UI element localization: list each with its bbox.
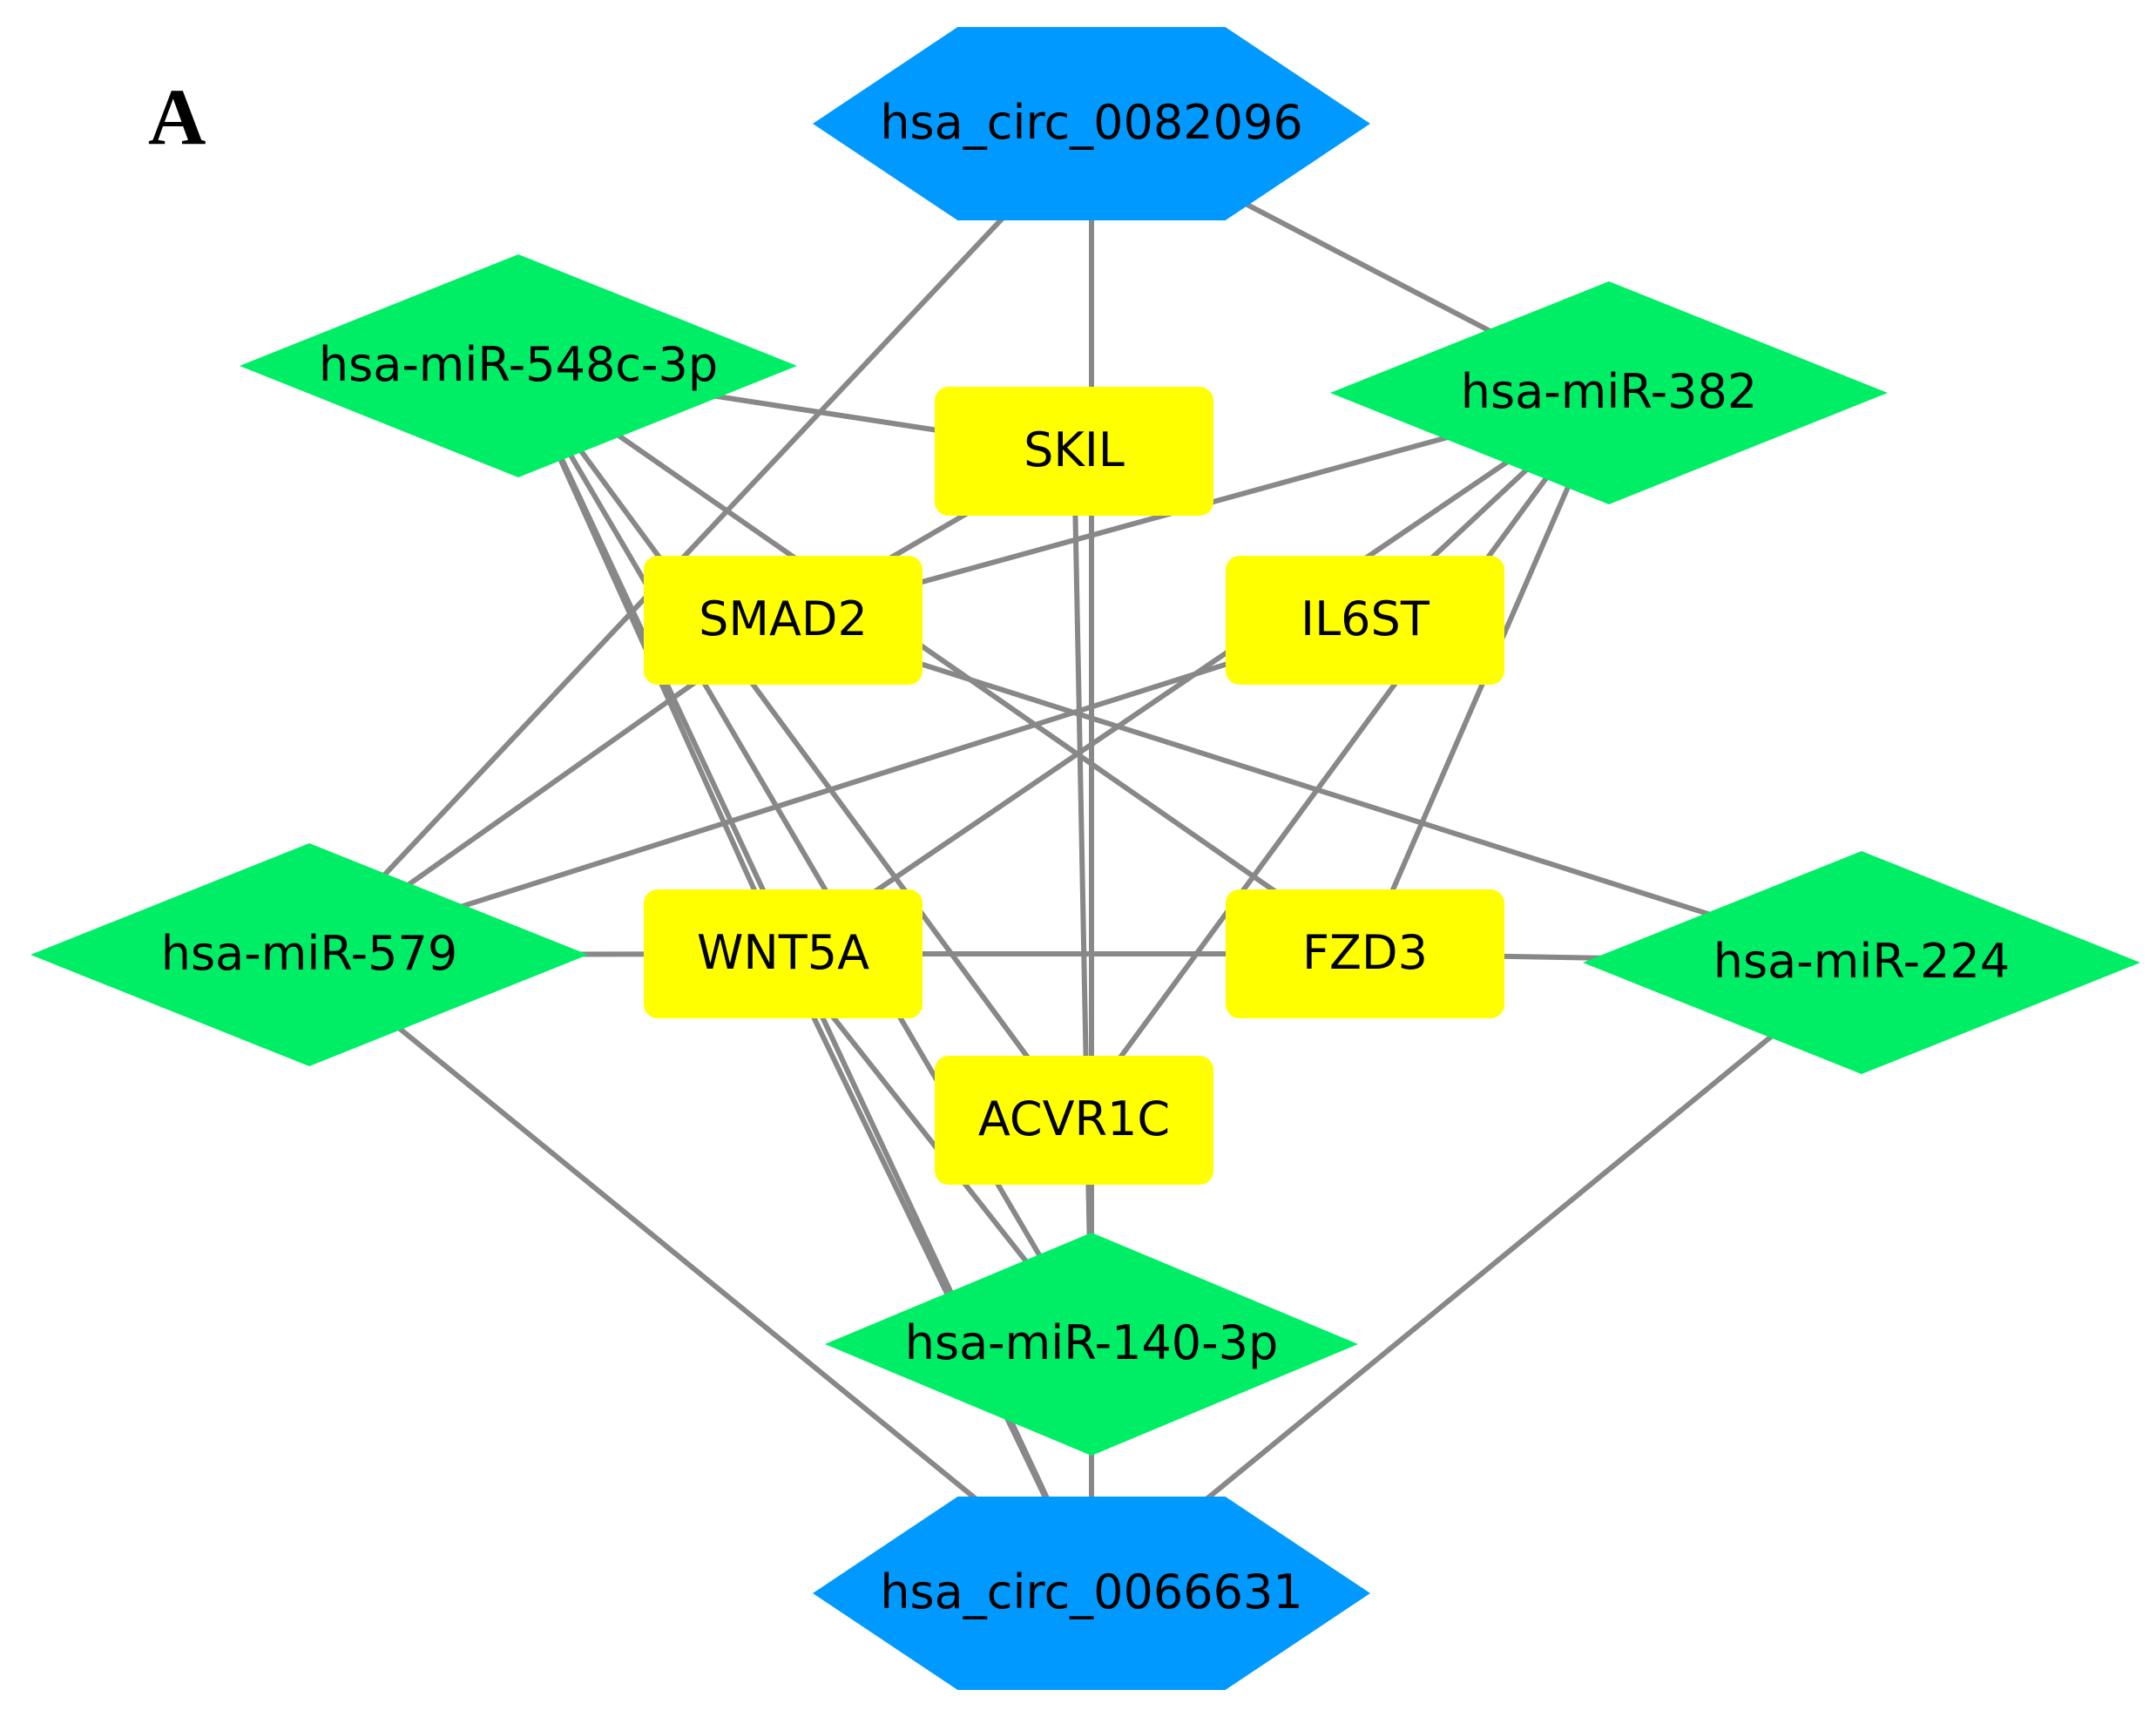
- node-label: hsa-miR-382: [1461, 364, 1757, 419]
- node-label: FZD3: [1302, 925, 1428, 980]
- hexagon-shape: [813, 1497, 1370, 1690]
- edge-m224-SMAD2: [782, 618, 1862, 965]
- panel-label: A: [148, 72, 206, 161]
- node-m224[interactable]: hsa-miR-224: [1583, 851, 2140, 1074]
- node-m382[interactable]: hsa-miR-382: [1330, 281, 1888, 504]
- node-label: ACVR1C: [978, 1092, 1170, 1146]
- hexagon-shape: [813, 27, 1370, 220]
- node-SMAD2[interactable]: SMAD2: [644, 556, 923, 685]
- node-ACVR1C[interactable]: ACVR1C: [935, 1056, 1213, 1185]
- node-label: hsa-miR-140-3p: [905, 1315, 1279, 1370]
- edge-m548-FZD3: [517, 363, 1367, 956]
- node-label: WNT5A: [697, 925, 869, 980]
- rounded-rect-shape: [644, 556, 923, 685]
- node-SKIL[interactable]: SKIL: [935, 387, 1213, 516]
- diamond-shape: [30, 843, 588, 1066]
- edge-m548-ACVR1C: [516, 364, 1077, 1122]
- node-label: hsa-miR-548c-3p: [319, 337, 718, 392]
- node-c1[interactable]: hsa_circ_0082096: [813, 27, 1370, 220]
- node-label: SKIL: [1024, 422, 1125, 477]
- node-label: hsa_circ_0082096: [880, 95, 1302, 150]
- nodes-layer: hsa_circ_0082096 hsa_circ_0066631 hsa-miR-…: [30, 27, 2140, 1690]
- node-label: hsa-miR-579: [161, 926, 457, 981]
- edge-m140-SKIL: [1071, 450, 1094, 1345]
- edge-c2-m579: [308, 952, 1093, 1596]
- rounded-rect-shape: [1226, 889, 1504, 1018]
- rounded-rect-shape: [935, 387, 1213, 516]
- node-m140[interactable]: hsa-miR-140-3p: [825, 1233, 1358, 1456]
- edge-m382-ACVR1C: [1071, 391, 1612, 1122]
- node-m548[interactable]: hsa-miR-548c-3p: [240, 254, 797, 477]
- node-label: SMAD2: [699, 591, 868, 646]
- diamond-shape: [1330, 281, 1888, 504]
- diamond-shape: [240, 254, 797, 477]
- node-FZD3[interactable]: FZD3: [1226, 889, 1504, 1018]
- edge-m579-IL6ST: [308, 618, 1366, 957]
- diamond-shape: [825, 1233, 1358, 1456]
- node-IL6ST[interactable]: IL6ST: [1226, 556, 1504, 685]
- node-label: hsa_circ_0066631: [880, 1565, 1302, 1619]
- edge-c1-m579: [307, 121, 1094, 957]
- diamond-shape: [1583, 851, 2140, 1074]
- rounded-rect-shape: [935, 1056, 1213, 1185]
- node-WNT5A[interactable]: WNT5A: [644, 889, 923, 1018]
- rounded-rect-shape: [1226, 556, 1504, 685]
- node-m579[interactable]: hsa-miR-579: [30, 843, 588, 1066]
- node-label: IL6ST: [1301, 591, 1430, 646]
- edge-c2-WNT5A: [781, 952, 1094, 1595]
- edge-c2-m224: [1090, 960, 1863, 1596]
- node-label: hsa-miR-224: [1713, 934, 2010, 989]
- rounded-rect-shape: [644, 889, 923, 1018]
- node-c2[interactable]: hsa_circ_0066631: [813, 1497, 1370, 1690]
